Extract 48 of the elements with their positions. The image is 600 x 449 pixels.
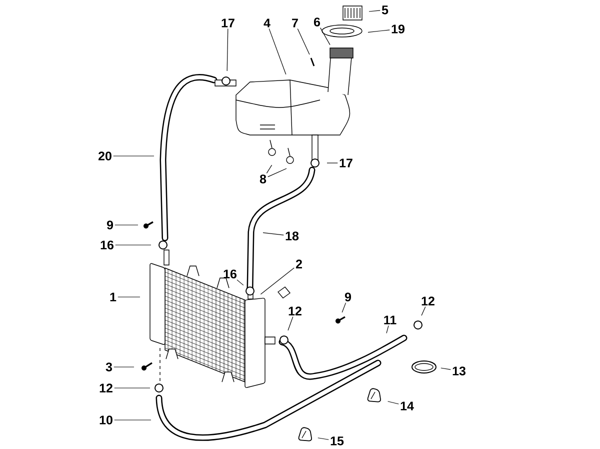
leader-line bbox=[262, 232, 284, 236]
leader-line bbox=[118, 296, 140, 298]
callout-number: 18 bbox=[286, 232, 299, 240]
leader-line bbox=[288, 316, 294, 331]
callout-number: 6 bbox=[314, 18, 320, 26]
leader-line bbox=[114, 224, 138, 226]
callout-number: 12 bbox=[100, 384, 112, 392]
callout-number: 12 bbox=[288, 306, 302, 316]
callout-number: 12 bbox=[422, 296, 434, 306]
leader-line bbox=[114, 366, 134, 368]
callout-number: 17 bbox=[222, 18, 234, 28]
callout-number: 13 bbox=[452, 366, 466, 376]
leader-line bbox=[268, 168, 287, 178]
leader-line bbox=[226, 28, 228, 72]
callout-number: 3 bbox=[106, 362, 112, 372]
callout-number: 16 bbox=[100, 240, 114, 250]
callout-number: 7 bbox=[292, 18, 298, 28]
callout-number: 4 bbox=[264, 18, 270, 28]
callout-number: 2 bbox=[296, 260, 302, 268]
callout-number: 11 bbox=[384, 316, 396, 324]
leader-line bbox=[320, 28, 330, 46]
callout-number: 14 bbox=[400, 402, 414, 410]
leader-line bbox=[386, 325, 389, 334]
leader-line bbox=[297, 28, 310, 55]
callout-number: 19 bbox=[392, 24, 404, 34]
leader-line bbox=[421, 306, 426, 316]
leader-line bbox=[266, 164, 272, 174]
callout-number: 9 bbox=[344, 292, 352, 302]
leader-line bbox=[368, 10, 380, 12]
leader-line bbox=[388, 401, 399, 404]
leader-line bbox=[440, 368, 451, 370]
leader-line bbox=[236, 280, 244, 286]
callout-number: 20 bbox=[98, 152, 112, 160]
callout-number: 10 bbox=[100, 416, 112, 424]
leader-line bbox=[260, 268, 294, 295]
callout-number: 5 bbox=[382, 6, 388, 14]
leader-line bbox=[326, 162, 338, 164]
callout-number: 17 bbox=[340, 158, 352, 168]
leader-line bbox=[268, 28, 286, 75]
leader-line bbox=[115, 244, 152, 246]
leader-line bbox=[342, 302, 346, 313]
leader-line bbox=[368, 30, 390, 33]
callout-number: 8 bbox=[260, 174, 266, 184]
leader-line bbox=[318, 438, 329, 440]
callout-number: 16 bbox=[224, 270, 236, 278]
callout-number: 1 bbox=[110, 292, 116, 302]
callout-number: 15 bbox=[330, 436, 344, 446]
callout-number: 9 bbox=[106, 220, 114, 230]
